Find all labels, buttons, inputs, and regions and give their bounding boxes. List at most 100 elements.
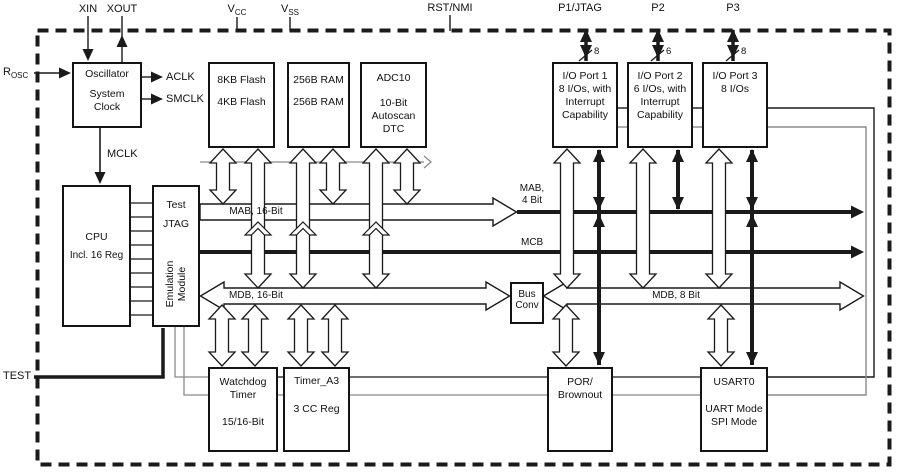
block-oscillator-line3: Clock [93, 101, 121, 113]
block-flash-line2: 4KB Flash [217, 96, 266, 108]
p2-pin-head-down [652, 45, 664, 58]
port3-usart-loop-gray [768, 126, 867, 396]
block-usart0-line1: USART0 [713, 376, 755, 388]
p2-pin-width-slash [650, 49, 665, 62]
watchdog-bus-arrow-2 [240, 304, 270, 367]
block-bus-conv: Bus Conv [510, 282, 544, 324]
pin-label-vss-sub: SS [288, 8, 299, 18]
mab4-arrowhead [851, 205, 864, 219]
mclk-arrowhead [94, 172, 106, 184]
flash-mdb-arrow [243, 148, 273, 289]
usart-bus-arrow [706, 304, 736, 367]
timer-bus-arrow-1 [286, 304, 316, 367]
block-emulation-line1: Emulation [164, 260, 176, 308]
block-emulation-line2: Module [176, 266, 188, 302]
block-io-port1-line4: Capability [561, 109, 609, 121]
block-bus-conv-line2: Conv [515, 300, 539, 311]
block-oscillator-line1: Oscillator [85, 68, 129, 80]
smclk-arrowhead [151, 93, 163, 105]
pin-label-rosc: ROSC [3, 66, 28, 82]
block-watchdog-line1: Watchdog [219, 376, 267, 388]
port3-link-head-bottom [746, 352, 758, 365]
ram-mab-arrow [318, 148, 348, 205]
p2-pin-head-up [652, 29, 664, 42]
block-flash: 8KB Flash 4KB Flash [208, 62, 275, 148]
adc-mdb-arrow [361, 148, 391, 289]
block-ram: 256B RAM 256B RAM [287, 62, 350, 148]
port2-mdb-arrow [628, 148, 658, 289]
signal-label-mclk: MCLK [107, 148, 138, 160]
pin-label-rosc-main: R [3, 66, 11, 78]
port2-link-head-top [672, 149, 684, 162]
block-bus-conv-line1: Bus [518, 289, 536, 300]
block-emulation-module-label: Emulation Module [164, 238, 188, 330]
port3-link-head-top [746, 149, 758, 162]
block-io-port2-line1: I/O Port 2 [637, 70, 683, 82]
block-io-port2-line2: 6 I/Os, with [633, 83, 687, 95]
bus-width-p1: 8 [594, 46, 600, 57]
block-io-port3-line2: 8 I/Os [720, 83, 749, 95]
block-cpu: CPU Incl. 16 Reg [62, 185, 131, 327]
block-io-port2: I/O Port 2 6 I/Os, with Interrupt Capabi… [627, 62, 693, 148]
pin-label-rosc-sub: OSC [10, 71, 29, 81]
bus-label-mab4-line1: MAB, [519, 183, 545, 194]
bus-label-mdb16: MDB, 16-Bit [229, 290, 283, 301]
p3-pin-width-slash [725, 49, 740, 62]
block-adc10-line1: ADC10 [376, 72, 411, 84]
pin-label-rst-nmi: RST/NMI [427, 2, 473, 14]
adc-mdb-midhead [361, 221, 391, 236]
port1-link-junction-down [593, 197, 605, 210]
pin-label-p1-jtag: P1/JTAG [558, 2, 602, 14]
block-adc10-line4: DTC [382, 123, 405, 135]
block-oscillator: Oscillator System Clock [72, 62, 142, 128]
test-line [34, 328, 165, 379]
block-io-port1-line1: I/O Port 1 [562, 70, 608, 82]
por-bus-arrow [551, 304, 581, 367]
pin-label-p2: P2 [651, 2, 665, 14]
signal-label-aclk: ACLK [166, 71, 195, 83]
mcb-arrowhead [851, 245, 864, 259]
mab16-bus [199, 196, 518, 228]
block-cpu-line1: CPU [85, 231, 108, 243]
port3-usart-loop-black [768, 107, 875, 378]
bus-label-mcb: MCB [521, 237, 544, 248]
port3-link-junction-up [746, 214, 758, 227]
emulation-drop-2 [183, 327, 208, 396]
port1-link-head-top [593, 149, 605, 162]
block-watchdog: Watchdog Timer 15/16-Bit [208, 367, 278, 452]
rosc-arrowhead [59, 67, 71, 79]
port2-link-head-bottom [672, 197, 684, 210]
pin-label-vcc-main: V [227, 3, 235, 15]
block-test-jtag-line2: JTAG [162, 218, 190, 230]
block-io-port3-line1: I/O Port 3 [712, 70, 758, 82]
pin-label-xin: XIN [78, 3, 98, 15]
bus-label-mdb8: MDB, 8 Bit [652, 290, 700, 301]
watchdog-bus-arrow-1 [207, 304, 237, 367]
p1-pin-head-down [580, 45, 592, 58]
timer-bus-arrow-2 [320, 304, 350, 367]
block-por-line1: POR/ [567, 376, 593, 388]
port3-mdb-arrow [704, 148, 734, 289]
block-watchdog-line3: 15/16-Bit [221, 416, 265, 428]
pin-label-xout: XOUT [106, 3, 138, 15]
ram-mdb-midhead [288, 221, 318, 236]
pin-label-vss-main: V [280, 3, 289, 15]
block-adc10: ADC10 10-Bit Autoscan DTC [360, 62, 427, 148]
block-timer-a3-line1: Timer_A3 [293, 375, 340, 387]
block-usart0-line2: UART Mode [705, 403, 763, 415]
block-io-port2-line4: Capability [636, 109, 684, 121]
block-oscillator-line2: System [89, 88, 125, 100]
mdb16-bus [199, 280, 511, 312]
block-ram-line2: 256B RAM [293, 96, 344, 108]
port1-link-head-bottom [593, 352, 605, 365]
chip-boundary [35, 28, 892, 467]
adc-mab-arrow [392, 148, 422, 205]
block-watchdog-line2: Timer [229, 389, 257, 401]
xin-arrowhead [82, 49, 94, 61]
bus-width-p2: 6 [666, 46, 672, 57]
pin-label-vss: VSS [275, 3, 305, 19]
block-adc10-line2: 10-Bit [379, 97, 408, 109]
port1-link-junction-up [593, 214, 605, 227]
block-test-jtag-line1: Test [166, 199, 186, 211]
